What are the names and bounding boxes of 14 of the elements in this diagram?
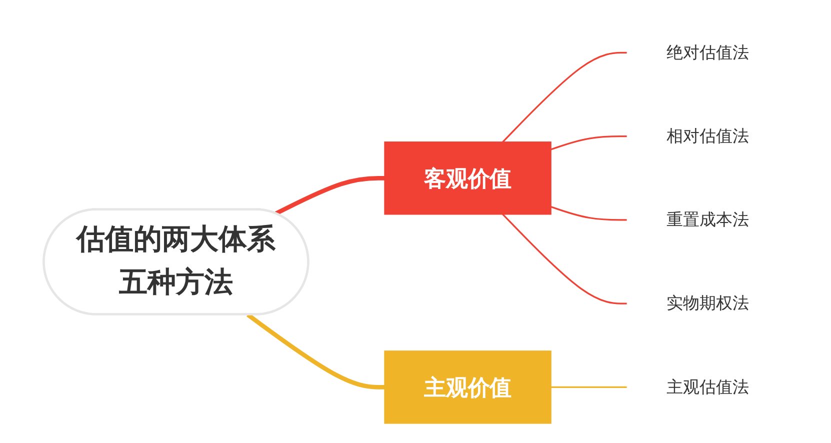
- node-text: 绝对估值法: [666, 42, 748, 62]
- connector: [550, 135, 627, 150]
- node-text: 实物期权法: [666, 292, 748, 313]
- connector: [502, 213, 627, 304]
- connector: [550, 205, 627, 220]
- connector: [274, 175, 384, 216]
- node-text: 相对估值法: [666, 126, 748, 146]
- connector: [502, 51, 627, 142]
- node-text: 重置成本法: [666, 209, 748, 230]
- connector: [246, 312, 384, 389]
- connector: [550, 386, 627, 388]
- node-box: 主观价值: [384, 350, 551, 424]
- node-text: 主观估值法: [666, 376, 748, 396]
- node-box: 客观价值: [384, 141, 551, 214]
